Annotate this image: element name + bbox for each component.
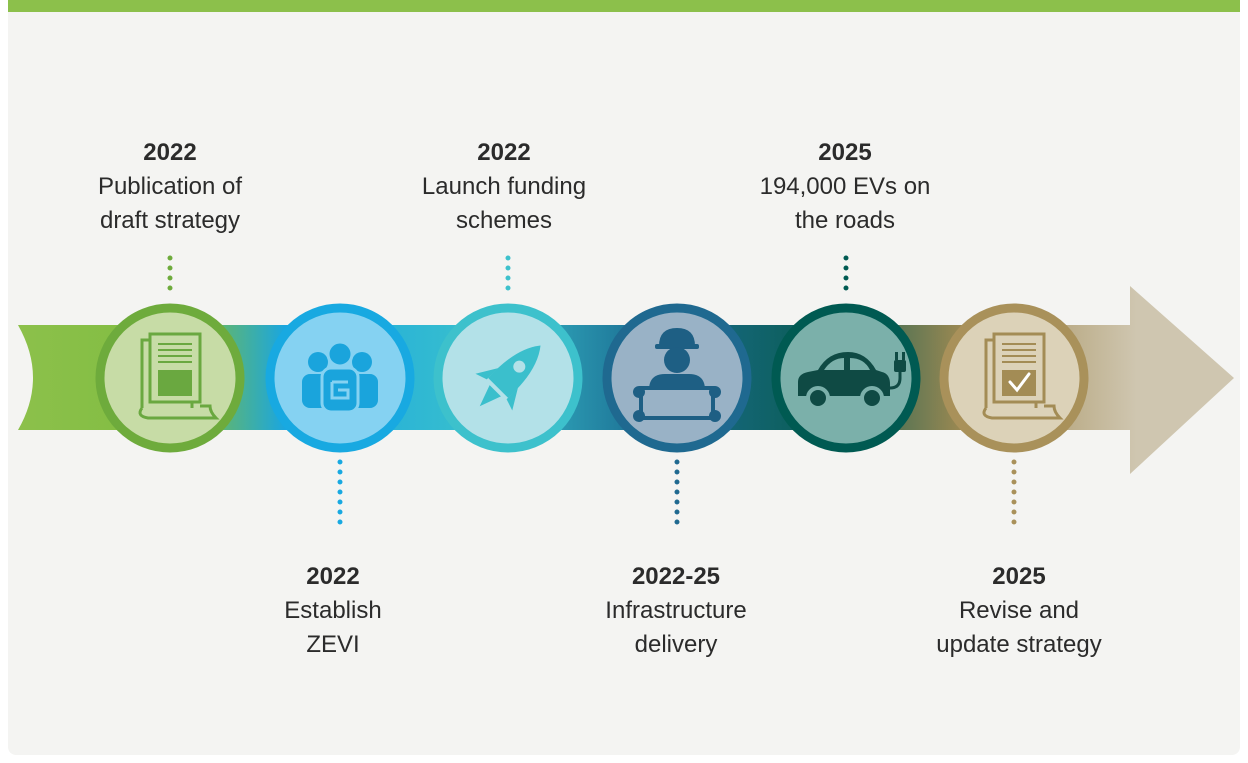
milestone-label-1: 2022 Publication of draft strategy bbox=[55, 136, 285, 238]
top-accent-bar bbox=[8, 0, 1240, 12]
timeline-diagram bbox=[18, 255, 1234, 527]
milestone-description: Establish ZEVI bbox=[284, 597, 382, 658]
milestone-description: 194,000 EVs on the roads bbox=[759, 173, 931, 234]
document-check-icon bbox=[982, 332, 1064, 420]
milestone-year: 2022-25 bbox=[631, 563, 721, 590]
team-icon bbox=[302, 340, 378, 414]
milestone-description: Launch funding schemes bbox=[421, 173, 587, 234]
milestone-label-6: 2025 Revise and update strategy bbox=[904, 560, 1134, 662]
milestone-year: 2025 bbox=[992, 563, 1046, 590]
milestone-description: Revise and update strategy bbox=[936, 597, 1102, 658]
rocket-icon bbox=[475, 345, 541, 411]
milestone-year: 2022 bbox=[477, 139, 531, 166]
electric-car-icon bbox=[798, 352, 906, 410]
milestone-description: Publication of draft strategy bbox=[97, 173, 243, 234]
document-icon bbox=[138, 332, 220, 420]
milestone-description: Infrastructure delivery bbox=[605, 597, 747, 658]
milestone-label-3: 2022 Launch funding schemes bbox=[389, 136, 619, 238]
engineer-plans-icon bbox=[633, 328, 721, 422]
timeline-card: 2022 Publication of draft strategy 2022 … bbox=[8, 0, 1240, 755]
milestone-label-5: 2025 194,000 EVs on the roads bbox=[730, 136, 960, 238]
milestone-year: 2022 bbox=[143, 139, 197, 166]
milestone-year: 2022 bbox=[306, 563, 360, 590]
milestone-label-4: 2022-25 Infrastructure delivery bbox=[561, 560, 791, 662]
milestone-label-2: 2022 Establish ZEVI bbox=[218, 560, 448, 662]
milestone-year: 2025 bbox=[818, 139, 872, 166]
